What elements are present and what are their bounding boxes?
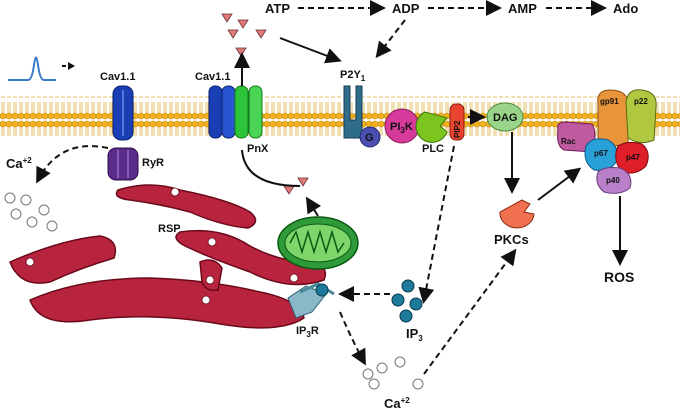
calcium-bottom: Ca+2 [339,248,517,411]
pi3k-enzyme: PI3K [384,108,420,144]
plc-enzyme: PLC [415,111,448,155]
ryr-label: RyR [142,157,164,169]
p22-label: p22 [634,97,648,106]
cav-left-label: Cav1.1 [100,71,135,83]
calcium-left: Ca+2 [4,145,109,232]
action-potential-icon [8,56,75,81]
reticulum: RSP [9,184,327,329]
gp91-label: gp91 [600,97,619,106]
ip3-receptor: IP3R [287,282,335,339]
pkc-node: PKCs [494,167,582,247]
p40-label: p40 [606,176,620,185]
ado-label: Ado [613,1,638,16]
cav-mid-label: Cav1.1 [195,71,230,83]
nox-complex: gp91 p22 Rac p67 p47 p40 ROS [557,89,657,285]
cav-channel-left: Cav1.1 [100,71,135,141]
amp-label: AMP [508,1,537,16]
p67-label: p67 [594,149,608,158]
p47-label: p47 [626,153,640,162]
ca-bottom-label: Ca+2 [384,396,410,411]
mitochondria [277,196,359,270]
dag-node: DAG [468,102,524,194]
pi3k-label: PI3K [390,121,413,135]
atp-label: ATP [265,1,290,16]
rac-label: Rac [561,137,576,146]
g-protein [359,126,381,148]
adp-label: ADP [392,1,420,16]
pkcs-label: PKCs [494,232,529,247]
ip3r-label: IP3R [296,325,319,339]
ip3-molecules: IP3 [338,279,423,343]
plc-label: PLC [422,143,444,155]
ca-left-label: Ca+2 [6,156,32,171]
p2y1-receptor: P2Y1 G [340,69,381,148]
pip2-lipid: PIP2 [449,103,465,141]
g-label: G [365,132,374,144]
nucleotide-pathway: ATP ADP AMP Ado [265,0,638,64]
cav-channel-mid: Cav1.1 [195,71,236,139]
pnx-label: PnX [247,143,269,155]
dag-label: DAG [493,112,517,124]
pannexin-channel: PnX [234,85,269,155]
p2y1-label: P2Y1 [340,69,366,83]
ryr-receptor: RyR [107,147,164,181]
ros-label: ROS [604,269,634,285]
ip3-label: IP3 [406,326,423,343]
pip2-label: PIP2 [453,120,462,138]
rsp-label: RSP [158,223,181,235]
